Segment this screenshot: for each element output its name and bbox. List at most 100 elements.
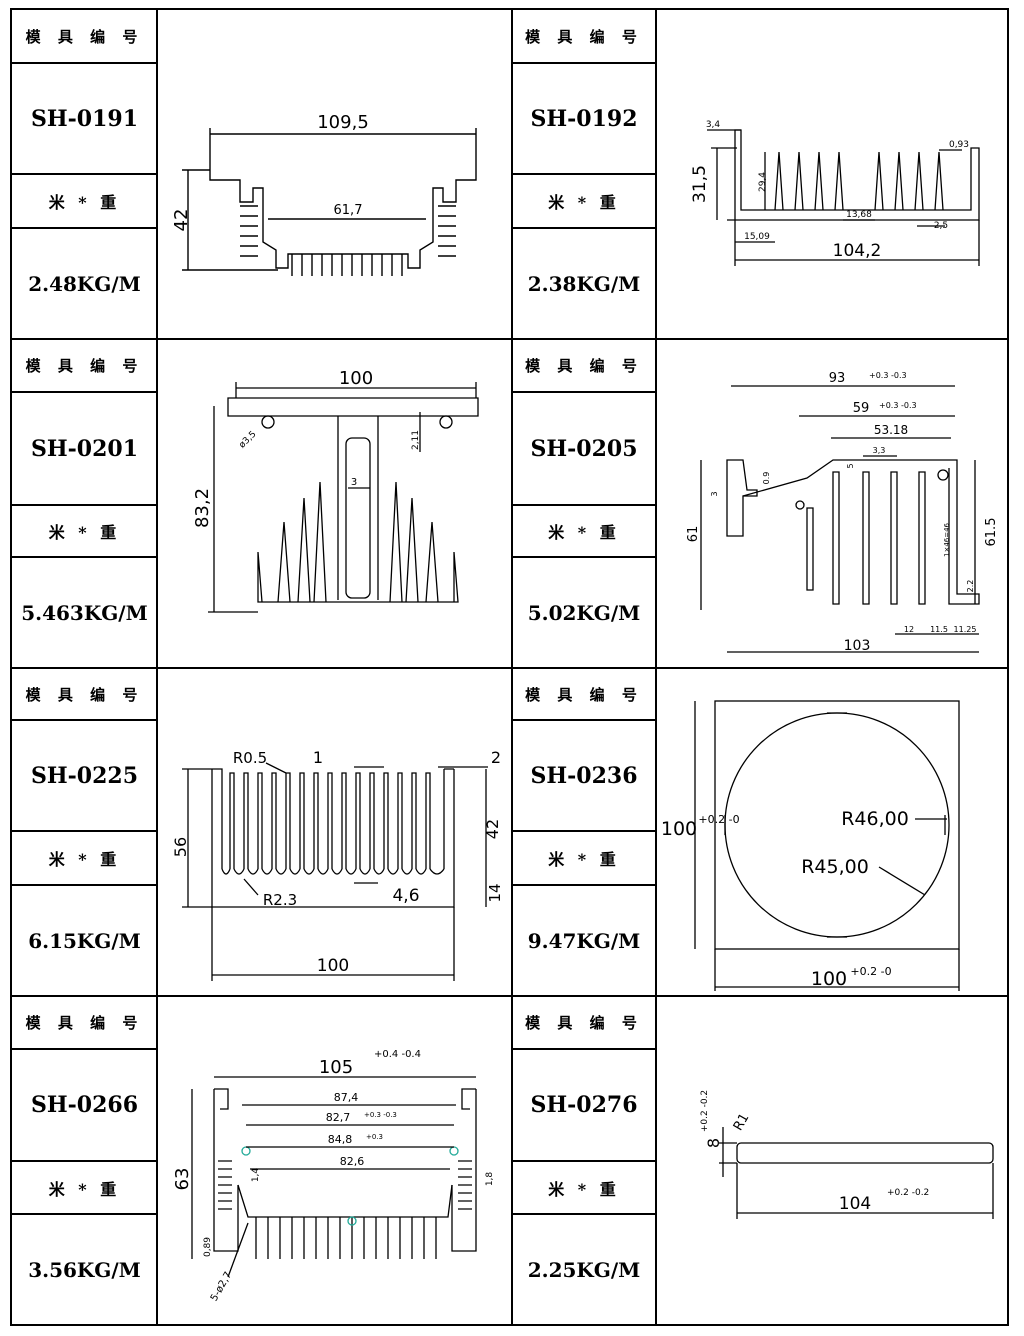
dim-f: 0,89 [203, 1237, 213, 1257]
profile-drawing-sh-0236: 100 +0.2 -0 R46,00 R45,00 100 +0.2 -0 [661, 700, 960, 991]
dim-width: 103 [844, 638, 871, 654]
dim-height-tol: +0.2 -0.2 [700, 1090, 710, 1132]
grid-line [512, 173, 656, 175]
profile-drawing-sh-0191: 109,5 42 61,7 [171, 112, 477, 276]
dim-gap-2: 11.5 [930, 625, 948, 634]
dim-fin-height: 29,4 [758, 172, 768, 192]
mold-number-header: 模 具 编 号 [525, 357, 643, 375]
dim-width: 109,5 [317, 112, 369, 133]
grid-line [12, 1160, 157, 1162]
dim-offset: 15,09 [744, 232, 770, 242]
grid-line [512, 504, 656, 506]
dim-c: 84,8 [328, 1133, 353, 1146]
grid-line [512, 391, 656, 393]
dim-height: 56 [171, 837, 190, 857]
grid-line [12, 504, 157, 506]
dim-base-height: 14 [486, 883, 504, 902]
grid-line [12, 1213, 157, 1215]
weight-per-meter-header: 米 * 重 [548, 523, 620, 542]
dim-height: 83,2 [192, 488, 213, 528]
mold-number-header: 模 具 编 号 [525, 1014, 643, 1032]
dim-width: 100 [317, 956, 349, 976]
mold-number-header: 模 具 编 号 [25, 27, 144, 46]
mold-code: SH-0192 [530, 105, 638, 132]
dim-base: 2,5 [934, 221, 948, 231]
dim-foot: 2.2 [966, 580, 975, 593]
mold-code: SH-0205 [530, 435, 638, 462]
dim-w2-tol: +0.3 -0.3 [879, 401, 917, 410]
dim-height: 42 [171, 209, 192, 232]
dim-hole: ø3,5 [237, 429, 258, 450]
dim-t: 1,4 [251, 1168, 261, 1183]
dim-width-tol: +0.2 -0.2 [887, 1188, 929, 1198]
weight-per-meter-header: 米 * 重 [48, 523, 121, 542]
weight-value: 2.38KG/M [527, 271, 641, 296]
mold-number-header: 模 具 编 号 [525, 27, 643, 46]
grid-line [512, 884, 656, 886]
grid-line [12, 173, 157, 175]
dim-width: 104,2 [833, 241, 882, 261]
grid-line [12, 719, 157, 721]
grid-line [12, 995, 1007, 997]
weight-value: 5.463KG/M [21, 600, 148, 625]
dim-d: 82,6 [340, 1155, 365, 1168]
dim-tip-radius: R0.5 [233, 749, 267, 767]
profile-drawing-sh-0205: 93 +0.3 -0.3 59 +0.3 -0.3 53.18 3,3 5 0.… [686, 371, 999, 654]
dim-hole: 5-ø2,7 [209, 1270, 235, 1303]
dim-pitch: 3,3 [873, 446, 886, 455]
dim-height-tol: +0.2 -0 [698, 813, 739, 826]
dim-height: 63 [172, 1168, 193, 1191]
grid-line [12, 1048, 157, 1050]
grid-line [512, 227, 656, 229]
profile-drawing-sh-0192: 31,5 29,4 3,4 0,93 13,68 2,5 15,09 104,2 [690, 120, 980, 266]
dim-w1: 93 [829, 371, 846, 386]
weight-value: 2.25KG/M [527, 1257, 641, 1282]
profile-drawing-sh-0225: R0.5 1 2 56 42 14 R2.3 4,6 100 [171, 748, 504, 981]
profile-drawing-sh-0201: 100 83,2 ø3,5 2,11 3 [192, 368, 479, 613]
weight-value: 6.15KG/M [28, 928, 141, 953]
dim-width: 105 [319, 1057, 353, 1078]
mold-code: SH-0236 [530, 762, 638, 789]
dim-slot: 5 [846, 463, 855, 468]
dim-flange-t2: 3 [710, 491, 719, 496]
weight-value: 5.02KG/M [527, 600, 641, 625]
dim-flange-t1: 0.9 [762, 472, 771, 485]
dim-edge: 2 [491, 748, 501, 767]
grid-line [512, 1213, 656, 1215]
dim-fin-height: 42 [483, 819, 502, 839]
grid-line [12, 556, 157, 558]
mold-code: SH-0191 [30, 105, 139, 132]
weight-value: 2.48KG/M [28, 271, 141, 296]
dim-gap: 13,68 [846, 210, 872, 220]
weight-per-meter-header: 米 * 重 [548, 1179, 620, 1199]
dim-outer-radius: R46,00 [841, 808, 909, 830]
dim-inner-width: 61,7 [334, 203, 363, 218]
spec-sheet: 模 具 编 号 SH-0191 米 * 重 2.48KG/M 模 具 编 号 S… [10, 8, 1009, 1326]
dim-gap-3: 11.25 [954, 625, 977, 634]
dim-a: 87,4 [334, 1091, 359, 1104]
dim-web: 3 [351, 477, 357, 488]
dim-top-right: 0,93 [949, 140, 969, 150]
dim-width: 100 [811, 968, 847, 990]
dim-top-left: 3,4 [706, 120, 721, 130]
dim-width-tol: +0.4 -0.4 [374, 1049, 421, 1060]
dim-height: 8 [704, 1138, 723, 1148]
weight-per-meter-header: 米 * 重 [548, 193, 620, 212]
weight-per-meter-header: 米 * 重 [48, 1179, 121, 1199]
profile-drawing-sh-0276: 8 +0.2 -0.2 R1 104 +0.2 -0.2 [700, 1090, 994, 1219]
profile-drawing-sh-0266: 105 +0.4 -0.4 87,4 82,7 +0.3 -0.3 84,8 +… [172, 1049, 495, 1303]
grid-line [12, 227, 157, 229]
dim-inner-radius: R45,00 [801, 856, 869, 878]
dim-gap-1: 12 [904, 625, 914, 634]
dim-corner-radius: R1 [731, 1111, 753, 1133]
grid-line [512, 719, 656, 721]
grid-line [512, 556, 656, 558]
grid-line [512, 62, 656, 64]
grid-line [512, 830, 656, 832]
dim-b-tol: +0.3 -0.3 [364, 1111, 397, 1119]
grid-line [12, 884, 157, 886]
dim-w2: 59 [853, 401, 870, 416]
mold-code: SH-0266 [30, 1092, 139, 1118]
dim-width: 100 [339, 368, 373, 389]
grid-line [12, 62, 157, 64]
